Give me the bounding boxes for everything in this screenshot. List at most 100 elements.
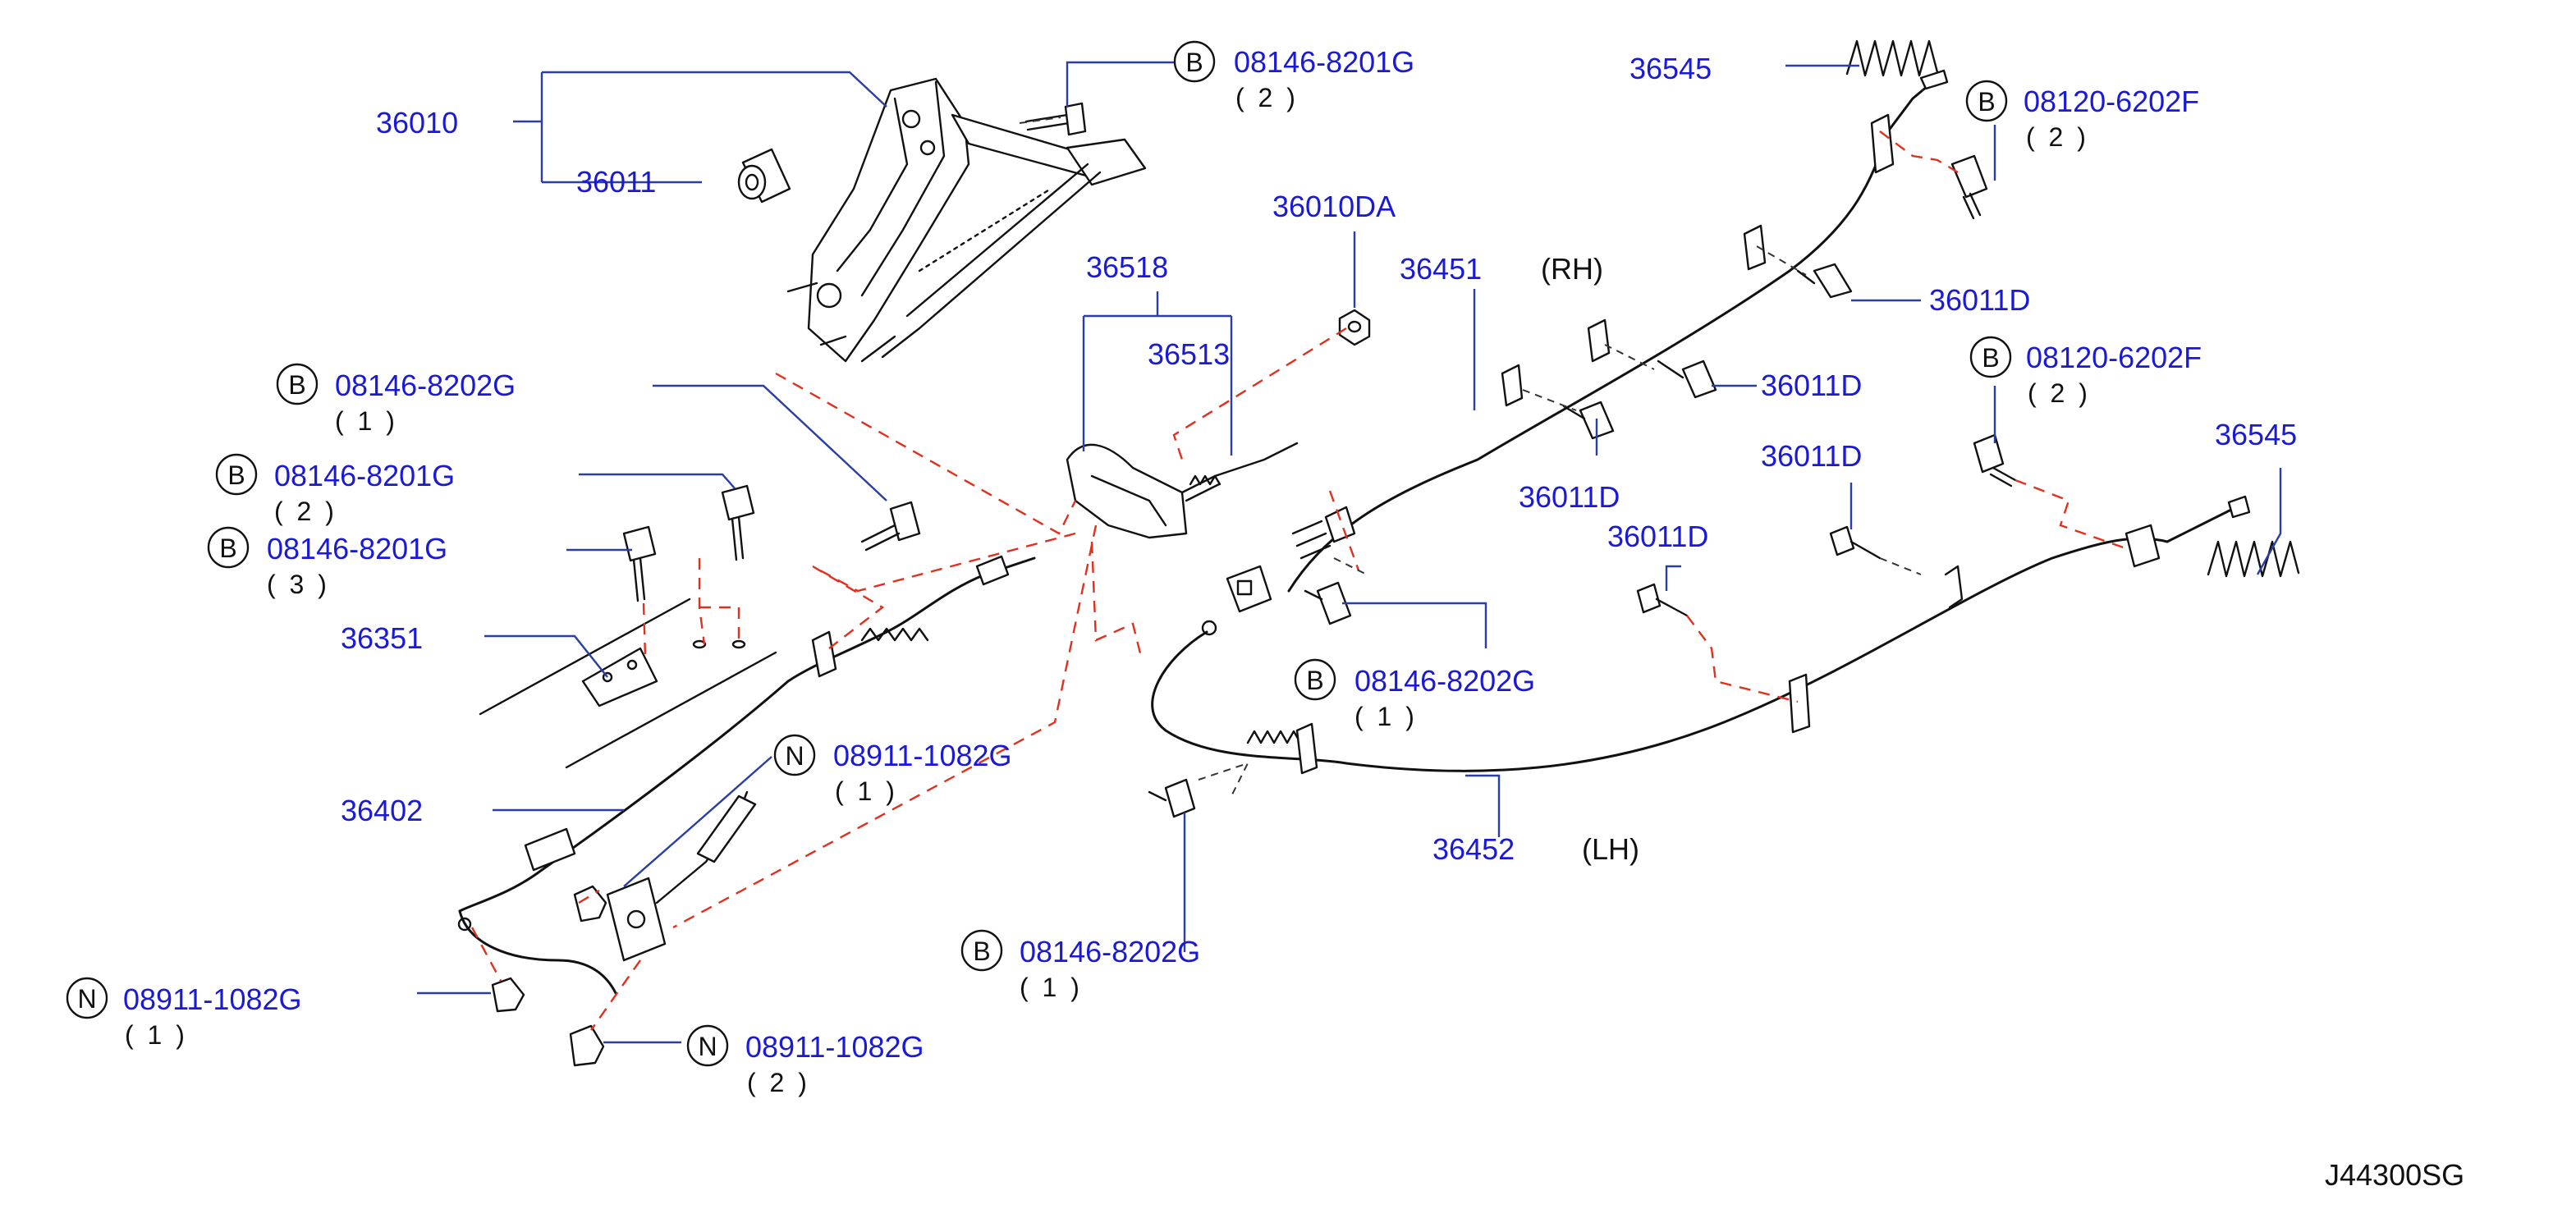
part-number-label: 08146-8202G: [1354, 664, 1535, 698]
bolt-marker-circle: [960, 929, 1003, 972]
part-number-label: 08120-6202F: [2024, 85, 2199, 118]
part-number-label: 36351: [341, 621, 423, 655]
callout-08146-8201G-top: B 08146-8201G ( 2 ): [1173, 40, 1414, 112]
callout-36351: 36351: [341, 621, 423, 655]
part-number-label: 36011D: [1929, 283, 2030, 317]
plate-36351: [479, 598, 777, 769]
callout-08911-1082G-b: N 08911-1082G ( 1 ): [66, 977, 302, 1050]
part-number-label: 36010: [376, 106, 458, 140]
nut-marker-circle: [686, 1024, 729, 1067]
part-number-label: 36402: [341, 794, 423, 827]
callout-36011D-c: 36011D: [1519, 480, 1620, 514]
part-number-label: 36518: [1086, 250, 1168, 284]
callout-08911-1082G-c: N 08911-1082G ( 2 ): [686, 1024, 924, 1097]
marker-letter: B: [1306, 666, 1323, 695]
callout-08911-1082G-a: N 08911-1082G ( 1 ): [773, 734, 1012, 806]
quantity-label: ( 1 ): [125, 1020, 188, 1050]
callout-36011D-d: 36011D: [1761, 439, 1862, 473]
callout-08146-8201G-mid: B 08146-8201G ( 2 ): [215, 453, 455, 526]
part-number-label: 08146-8202G: [335, 369, 516, 402]
rh-cable: [1226, 69, 1949, 613]
marker-letter: B: [1185, 48, 1203, 77]
part-number-label: 08911-1082G: [745, 1030, 924, 1064]
bolt-marker-circle: [1965, 80, 2008, 122]
part-number-label: 36011D: [1761, 369, 1862, 402]
part-number-label: 36451: [1400, 252, 1482, 286]
part-number-label: 36513: [1148, 337, 1230, 371]
part-number-label: 08911-1082G: [123, 982, 302, 1016]
pedal-bracket-assembly: [786, 77, 1147, 363]
part-number-label: 36452: [1432, 832, 1515, 866]
lh-cable: [1151, 495, 2251, 775]
callout-36011D-a: 36011D: [1929, 283, 2030, 317]
callout-36011D-e: 36011D: [1607, 520, 1708, 553]
marker-letter: B: [219, 533, 236, 563]
callout-08146-8201G-low: B 08146-8201G ( 3 ): [207, 526, 447, 599]
part-number-label: 36545: [1629, 52, 1712, 85]
bolt-marker-circle: [207, 526, 250, 569]
callout-36545-right: 36545: [2215, 418, 2297, 451]
part-number-label: 36011D: [1519, 480, 1620, 514]
part-number-label: 36545: [2215, 418, 2297, 451]
quantity-label: ( 1 ): [1354, 702, 1418, 731]
nut-marker-circle: [66, 977, 108, 1019]
nut-36010DA: [1338, 309, 1371, 346]
bolt-top: [1024, 102, 1087, 136]
front-cable: [457, 555, 1036, 995]
marker-letter: B: [973, 936, 990, 966]
quantity-label: ( 1 ): [335, 406, 398, 436]
side-label: (RH): [1541, 252, 1603, 286]
marker-letter: B: [1978, 87, 1995, 117]
callout-36011: 36011: [576, 165, 656, 199]
bolt-marker-circle: [1969, 336, 2012, 378]
quantity-label: ( 2 ): [274, 497, 337, 526]
bolt-marker-circle: [215, 453, 258, 496]
part-number-label: 08146-8202G: [1020, 935, 1200, 968]
callout-36010: 36010: [376, 106, 458, 140]
quantity-label: ( 1 ): [1020, 973, 1083, 1002]
part-number-label: 36011D: [1607, 520, 1708, 553]
quantity-label: ( 1 ): [835, 776, 898, 806]
bolt-marker-circle: [1173, 40, 1216, 83]
nut-marker-circle: [773, 734, 816, 776]
callout-08146-8202G-c: B 08146-8202G ( 1 ): [960, 929, 1200, 1002]
part-number-label: 36011D: [1761, 439, 1862, 473]
callout-08146-8202G-b: B 08146-8202G ( 1 ): [1294, 658, 1535, 731]
bushing-part: [737, 148, 791, 204]
callout-36513: 36513: [1148, 337, 1230, 371]
callout-36402: 36402: [341, 794, 423, 827]
part-number-label: 08146-8201G: [1234, 45, 1414, 79]
part-number-label: 08120-6202F: [2026, 341, 2202, 374]
callout-36452: 36452 (LH): [1432, 832, 1639, 866]
callout-36545-top: 36545: [1629, 52, 1712, 85]
equalizer-assembly: [1066, 442, 1299, 539]
spring-top: [1845, 39, 1939, 77]
quantity-label: ( 2 ): [2028, 378, 2091, 408]
side-label: (LH): [1582, 832, 1639, 866]
spring-right: [2207, 540, 2300, 578]
bolt-marker-circle: [1294, 658, 1336, 701]
leader-lines: [417, 61, 2282, 1044]
marker-letter: N: [698, 1032, 717, 1061]
callout-36010DA: 36010DA: [1272, 190, 1396, 223]
quantity-label: ( 2 ): [1235, 83, 1299, 112]
callout-08146-8202G-a: B 08146-8202G ( 1 ): [276, 363, 516, 436]
marker-letter: B: [227, 460, 245, 490]
diagram-code: J44300SG: [2325, 1158, 2464, 1192]
callout-08120-6202F-top: B 08120-6202F ( 2 ): [1965, 80, 2199, 152]
bolt-marker-circle: [276, 363, 319, 405]
part-number-label: 08146-8201G: [274, 459, 455, 492]
marker-letter: N: [77, 984, 96, 1014]
part-number-label: 36010DA: [1272, 190, 1396, 223]
quantity-label: ( 2 ): [747, 1068, 810, 1097]
callout-labels: 36010 36011 B 08146-8201G ( 2 ) 36545 B …: [66, 40, 2464, 1192]
callout-08120-6202F-right: B 08120-6202F ( 2 ): [1969, 336, 2202, 408]
marker-letter: B: [288, 370, 305, 400]
quantity-label: ( 2 ): [2026, 122, 2089, 152]
callout-36451: 36451 (RH): [1400, 252, 1603, 286]
callout-36518: 36518: [1086, 250, 1168, 284]
part-number-label: 36011: [576, 165, 656, 199]
callout-36011D-b: 36011D: [1761, 369, 1862, 402]
part-drawings: [457, 39, 2300, 1067]
